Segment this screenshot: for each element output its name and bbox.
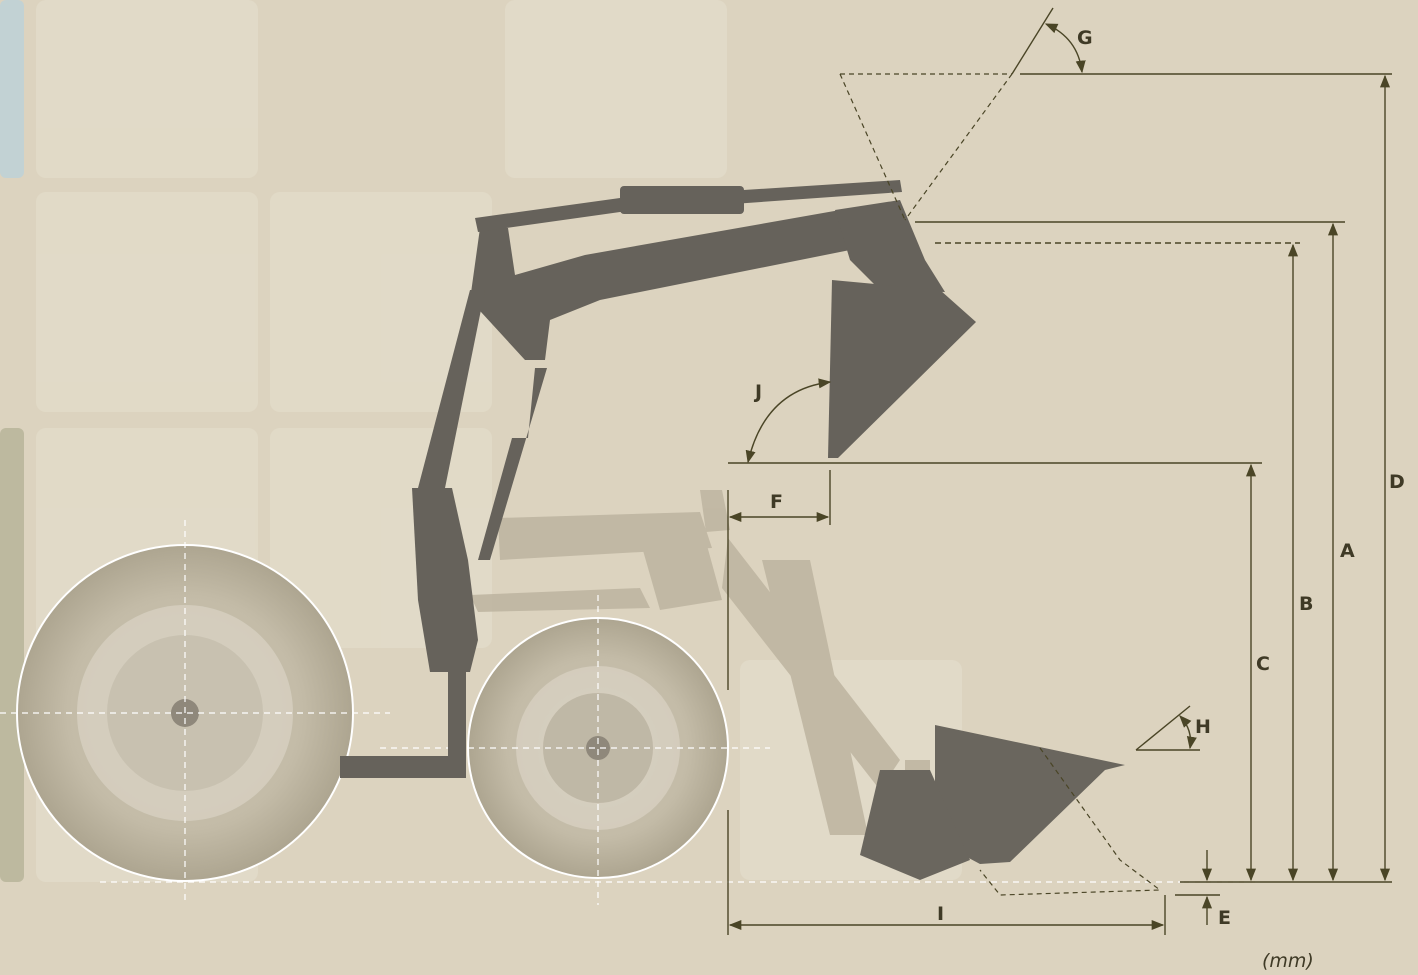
front-wheel <box>467 617 729 879</box>
loader-raised-position <box>340 180 976 778</box>
label-G: G <box>1077 27 1093 49</box>
tilt-cylinder-body <box>620 186 744 214</box>
label-D: D <box>1389 471 1405 493</box>
lift-cylinder <box>478 368 547 560</box>
subframe-bracket <box>340 668 466 778</box>
dimension-lines <box>727 7 1392 935</box>
label-B: B <box>1299 593 1313 615</box>
label-C: C <box>1256 653 1270 675</box>
unit-note: (mm) <box>1262 950 1314 972</box>
label-H: H <box>1195 716 1211 738</box>
label-A: A <box>1340 540 1355 562</box>
label-F: F <box>770 491 783 513</box>
main-arm-lower <box>418 290 485 488</box>
bucket-raised <box>828 280 976 458</box>
quick-attach <box>835 200 945 292</box>
bucket-lowered <box>935 725 1125 864</box>
lowered-quick-attach <box>860 770 970 880</box>
label-I: I <box>937 903 944 925</box>
main-arm-upper <box>470 210 850 360</box>
tilt-reference-lines <box>839 73 1162 896</box>
label-J: J <box>753 381 762 403</box>
sky-tile-edge <box>0 0 24 178</box>
wheel-centre-guides <box>0 520 770 905</box>
tower <box>412 488 478 672</box>
field-tile-edge <box>0 428 24 882</box>
label-E: E <box>1218 907 1231 929</box>
